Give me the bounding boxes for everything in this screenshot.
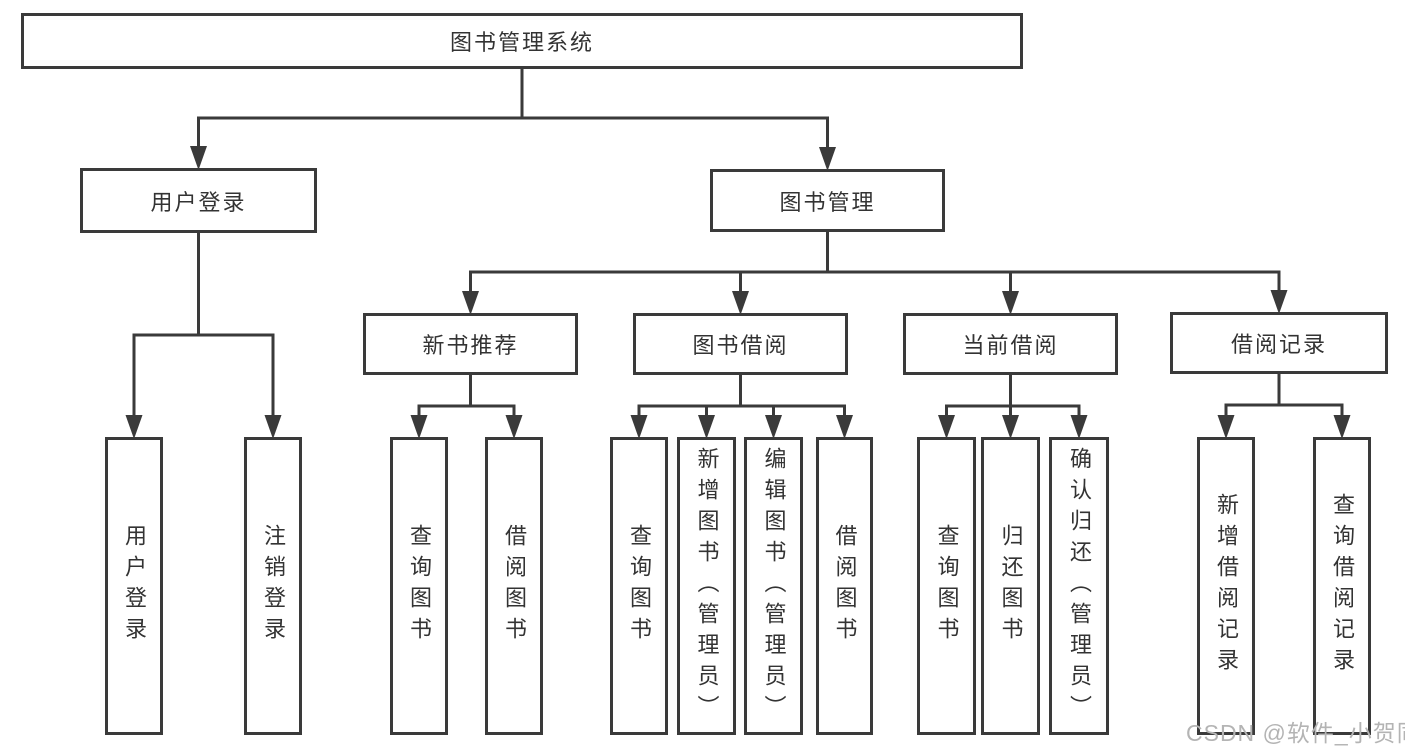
arrowhead-icon <box>698 415 715 439</box>
node-label: 查询借阅记录 <box>1330 493 1355 679</box>
node-label: 新书推荐 <box>422 333 519 358</box>
arrowhead-icon <box>1002 291 1019 315</box>
node-book-management: 图书管理 <box>710 169 945 232</box>
arrowhead-icon <box>836 415 853 439</box>
leaf-confirm-return-admin: 确认归还（管理员） <box>1049 437 1109 735</box>
node-current-borrowing: 当前借阅 <box>903 313 1118 375</box>
leaf-edit-book-admin: 编辑图书（管理员） <box>744 437 803 735</box>
node-label: 新增图书（管理员） <box>694 446 720 726</box>
arrowhead-icon <box>1270 290 1288 314</box>
arrowhead-icon <box>410 415 428 439</box>
leaf-logout: 注销登录 <box>244 437 302 735</box>
node-label: 归还图书 <box>998 524 1024 648</box>
arrowhead-icon <box>190 146 207 170</box>
leaf-query-books-3: 查询图书 <box>917 437 976 735</box>
leaf-return-book: 归还图书 <box>981 437 1040 735</box>
node-label: 借阅记录 <box>1230 332 1327 357</box>
csdn-watermark: CSDN @软件_小贺同学 <box>1186 720 1405 746</box>
leaf-query-books-2: 查询图书 <box>610 437 668 735</box>
arrowhead-icon <box>505 415 523 439</box>
arrowhead-icon <box>819 147 836 171</box>
node-label: 编辑图书（管理员） <box>761 446 787 726</box>
node-label: 图书管理 <box>779 189 876 215</box>
node-label: 用户登录 <box>150 189 247 215</box>
node-borrow-records: 借阅记录 <box>1170 312 1388 374</box>
leaf-add-borrow-record: 新增借阅记录 <box>1197 437 1255 735</box>
node-label: 新增借阅记录 <box>1214 493 1239 679</box>
leaf-query-borrow-record: 查询借阅记录 <box>1313 437 1371 735</box>
arrowhead-icon <box>1002 415 1019 439</box>
node-new-book-recommend: 新书推荐 <box>363 313 578 375</box>
node-user-login: 用户登录 <box>80 168 317 233</box>
arrowhead-icon <box>938 415 955 439</box>
arrowhead-icon <box>462 291 479 315</box>
arrowhead-icon <box>264 415 282 439</box>
arrowhead-icon <box>765 415 782 439</box>
arrowhead-icon <box>630 415 648 439</box>
leaf-query-books-1: 查询图书 <box>390 437 448 735</box>
arrowhead-icon <box>1333 415 1351 439</box>
node-label: 当前借阅 <box>962 333 1059 358</box>
node-label: 注销登录 <box>261 524 286 648</box>
node-label: 查询图书 <box>934 524 960 648</box>
arrowhead-icon <box>1070 415 1088 439</box>
leaf-borrow-books-1: 借阅图书 <box>485 437 543 735</box>
leaf-user-login: 用户登录 <box>105 437 163 735</box>
arrowhead-icon <box>1217 415 1235 439</box>
node-label: 查询图书 <box>407 524 432 648</box>
node-label: 查询图书 <box>627 524 652 648</box>
node-label: 用户登录 <box>122 524 147 648</box>
node-label: 借阅图书 <box>502 524 527 648</box>
arrowhead-icon <box>125 415 143 439</box>
arrowhead-icon <box>732 291 749 315</box>
node-system-root: 图书管理系统 <box>21 13 1023 69</box>
node-label: 图书借阅 <box>692 333 789 358</box>
leaf-add-book-admin: 新增图书（管理员） <box>677 437 736 735</box>
node-label: 借阅图书 <box>832 524 858 648</box>
node-book-borrowing: 图书借阅 <box>633 313 848 375</box>
node-label: 图书管理系统 <box>449 30 594 55</box>
node-label: 确认归还（管理员） <box>1067 446 1092 726</box>
leaf-borrow-books-2: 借阅图书 <box>816 437 873 735</box>
